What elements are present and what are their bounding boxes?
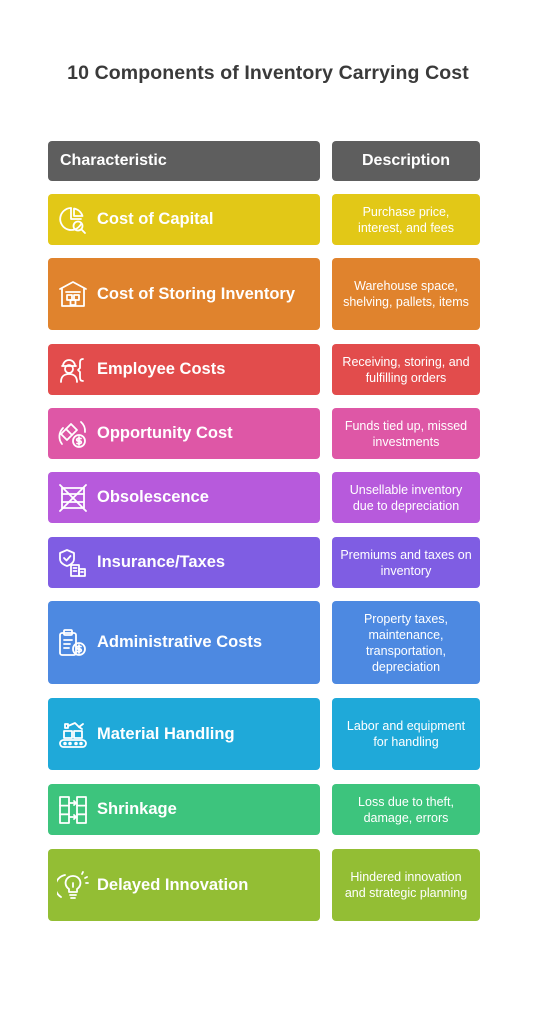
description-cell: Warehouse space, shelving, pallets, item… — [332, 258, 480, 330]
description-cell: Funds tied up, missed investments — [332, 408, 480, 459]
characteristic-cell: Opportunity Cost — [48, 408, 320, 459]
characteristic-label: Obsolescence — [97, 488, 209, 506]
crossed-box-icon — [56, 481, 90, 515]
description-cell: Labor and equipment for handling — [332, 698, 480, 770]
table-row: Shrinkage Loss due to theft, damage, err… — [48, 784, 480, 835]
table-row: Obsolescence Unsellable inventory due to… — [48, 472, 480, 523]
description-cell: Premiums and taxes on inventory — [332, 537, 480, 588]
table-row: Cost of Capital Purchase price, interest… — [48, 194, 480, 245]
lightbulb-icon — [56, 868, 90, 902]
header-characteristic: Characteristic — [48, 141, 320, 181]
table-row: Cost of Storing Inventory Warehouse spac… — [48, 258, 480, 330]
warehouse-icon — [56, 277, 90, 311]
characteristic-label: Opportunity Cost — [97, 424, 233, 442]
characteristic-label: Administrative Costs — [97, 633, 263, 651]
characteristic-cell: Cost of Storing Inventory — [48, 258, 320, 330]
table-row: Administrative Costs Property taxes, mai… — [48, 601, 480, 684]
table-row: Delayed Innovation Hindered innovation a… — [48, 849, 480, 921]
description-cell: Property taxes, maintenance, transportat… — [332, 601, 480, 684]
characteristic-label: Delayed Innovation — [97, 875, 249, 894]
conveyor-icon — [56, 717, 90, 751]
characteristic-cell: Insurance/Taxes — [48, 537, 320, 588]
header-description: Description — [332, 141, 480, 181]
characteristic-label: Cost of Capital — [97, 210, 214, 228]
characteristic-cell: Administrative Costs — [48, 601, 320, 684]
pie-chart-search-icon — [56, 203, 90, 237]
characteristic-label: Employee Costs — [97, 360, 226, 378]
page-title: 10 Components of Inventory Carrying Cost — [67, 62, 469, 84]
money-cycle-icon — [56, 417, 90, 451]
table-row: Material Handling Labor and equipment fo… — [48, 698, 480, 770]
description-cell: Purchase price, interest, and fees — [332, 194, 480, 245]
description-cell: Loss due to theft, damage, errors — [332, 784, 480, 835]
characteristic-cell: Obsolescence — [48, 472, 320, 523]
characteristic-cell: Employee Costs — [48, 344, 320, 395]
description-cell: Receiving, storing, and fulfilling order… — [332, 344, 480, 395]
characteristic-label: Shrinkage — [97, 800, 177, 818]
characteristic-label: Cost of Storing Inventory — [97, 284, 295, 303]
shield-building-icon — [56, 546, 90, 580]
characteristic-label: Insurance/Taxes — [97, 553, 226, 571]
characteristic-cell: Shrinkage — [48, 784, 320, 835]
shelves-arrow-icon — [56, 793, 90, 827]
characteristic-label: Material Handling — [97, 724, 235, 743]
clipboard-dollar-icon — [56, 626, 90, 660]
description-cell: Hindered innovation and strategic planni… — [332, 849, 480, 921]
worker-icon — [56, 353, 90, 387]
description-cell: Unsellable inventory due to depreciation — [332, 472, 480, 523]
characteristic-cell: Delayed Innovation — [48, 849, 320, 921]
table-row: Opportunity Cost Funds tied up, missed i… — [48, 408, 480, 459]
characteristic-cell: Material Handling — [48, 698, 320, 770]
characteristic-cell: Cost of Capital — [48, 194, 320, 245]
table-row: Insurance/Taxes Premiums and taxes on in… — [48, 537, 480, 588]
table-row: Employee Costs Receiving, storing, and f… — [48, 344, 480, 395]
